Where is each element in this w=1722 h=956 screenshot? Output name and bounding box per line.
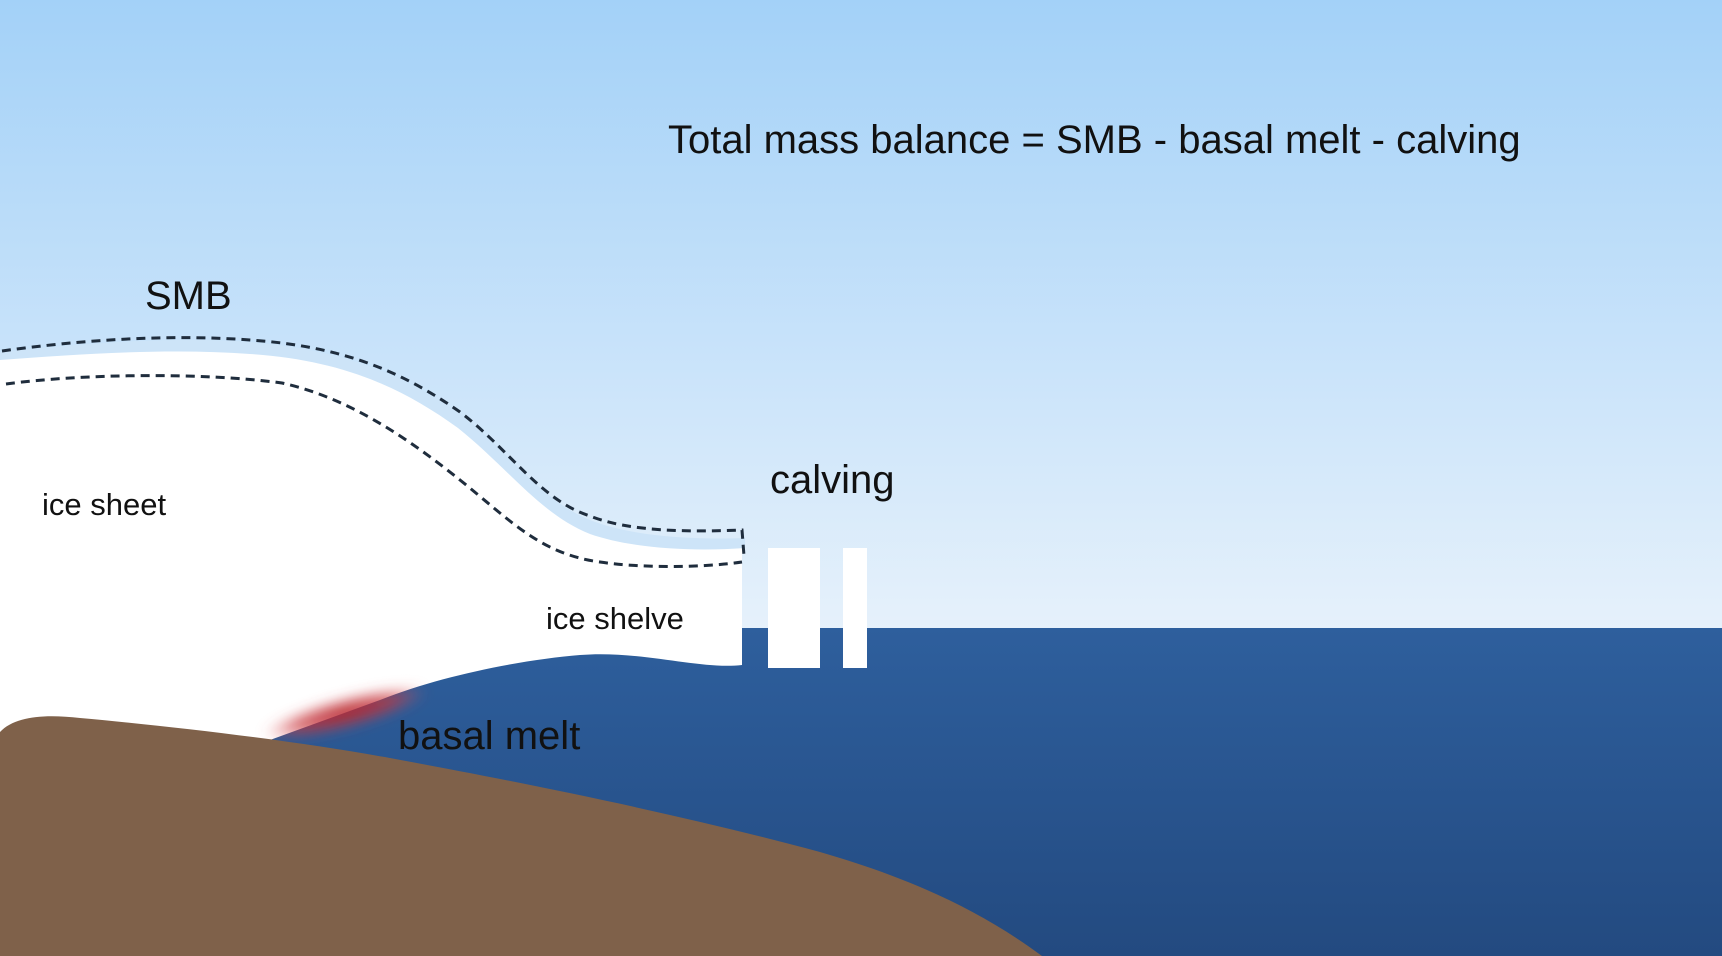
dashed-outline-lower [5,374,743,568]
calving-label: calving [770,458,895,502]
ice-sheet-label: ice sheet [42,487,167,522]
mass-balance-formula: Total mass balance = SMB - basal melt - … [668,118,1521,162]
ice-body [0,344,745,740]
smb-label: SMB [145,274,232,318]
ice-shelve-label: ice shelve [546,601,684,636]
bedrock [0,716,1042,956]
iceberg-large [768,548,820,668]
basal-melt-glow [262,686,428,740]
basal-melt-label: basal melt [398,714,581,758]
iceberg-small [843,548,867,668]
dashed-outline-upper [1,336,746,557]
